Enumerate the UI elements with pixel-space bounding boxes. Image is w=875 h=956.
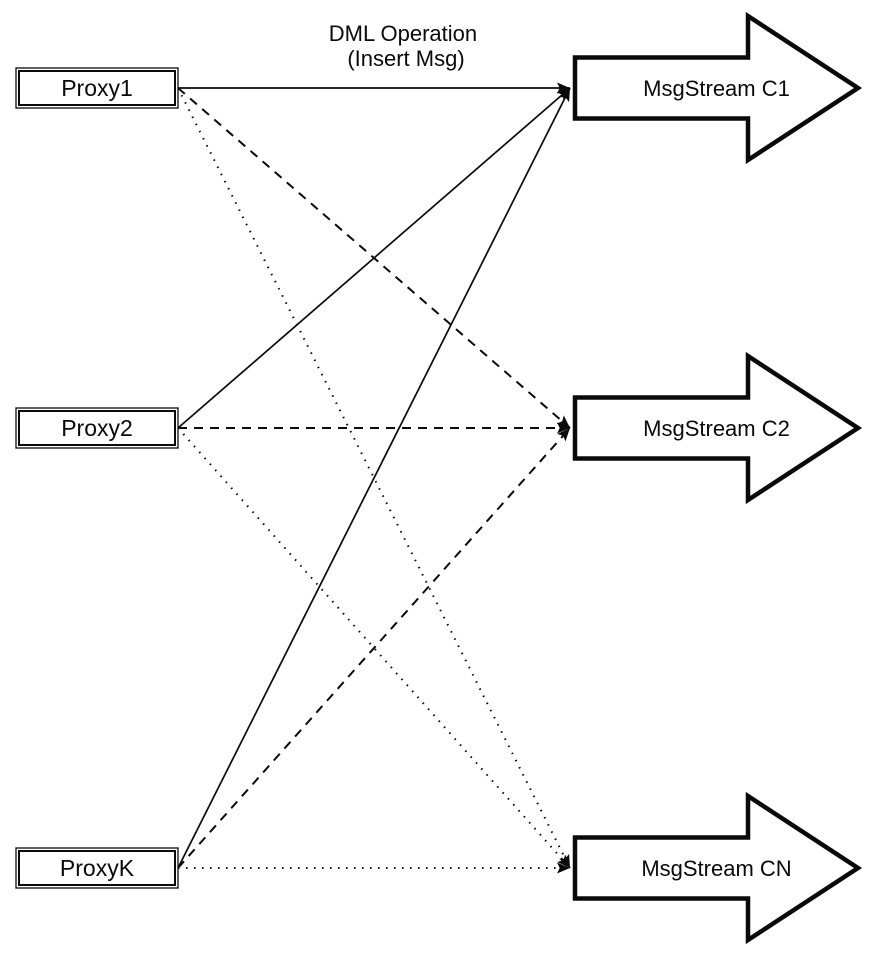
proxy-node-proxy1: Proxy1 <box>15 67 179 109</box>
proxy-box-outer <box>15 847 179 889</box>
msgstream-label: MsgStream CN <box>641 856 791 881</box>
proxy-box-inner <box>18 850 176 886</box>
msgstream-label: MsgStream C1 <box>643 76 790 101</box>
msgstream-node-c1: MsgStream C1 <box>572 11 863 165</box>
proxy-box-outer <box>15 407 179 449</box>
proxy-box-inner <box>18 410 176 446</box>
msgstream-node-c2: MsgStream C2 <box>572 351 863 505</box>
proxy-node-proxy2: Proxy2 <box>15 407 179 449</box>
edge-pk-c1-solid <box>177 87 571 869</box>
proxy-label: Proxy1 <box>61 75 133 101</box>
edge-pk-c2-dashed <box>177 427 571 869</box>
diagram-title-line1: DML Operation <box>329 21 477 46</box>
diagram-title-line2: (Insert Msg) <box>347 46 464 71</box>
proxy-node-proxyk: ProxyK <box>15 847 179 889</box>
block-arrow-icon <box>572 11 863 165</box>
edge-p2-c1-solid <box>177 87 571 429</box>
block-arrow-icon <box>572 351 863 505</box>
diagram-title: DML Operation (Insert Msg) <box>329 21 484 71</box>
edge-p1-cn-dotted <box>177 87 571 869</box>
proxy-label: Proxy2 <box>61 415 133 441</box>
proxy-box-inner <box>18 70 176 106</box>
block-arrow-icon <box>572 791 863 945</box>
proxy-label: ProxyK <box>60 855 135 881</box>
edges-layer <box>177 82 571 874</box>
proxy-box-outer <box>15 67 179 109</box>
msgstream-label: MsgStream C2 <box>643 416 790 441</box>
msgstream-node-cn: MsgStream CN <box>572 791 863 945</box>
